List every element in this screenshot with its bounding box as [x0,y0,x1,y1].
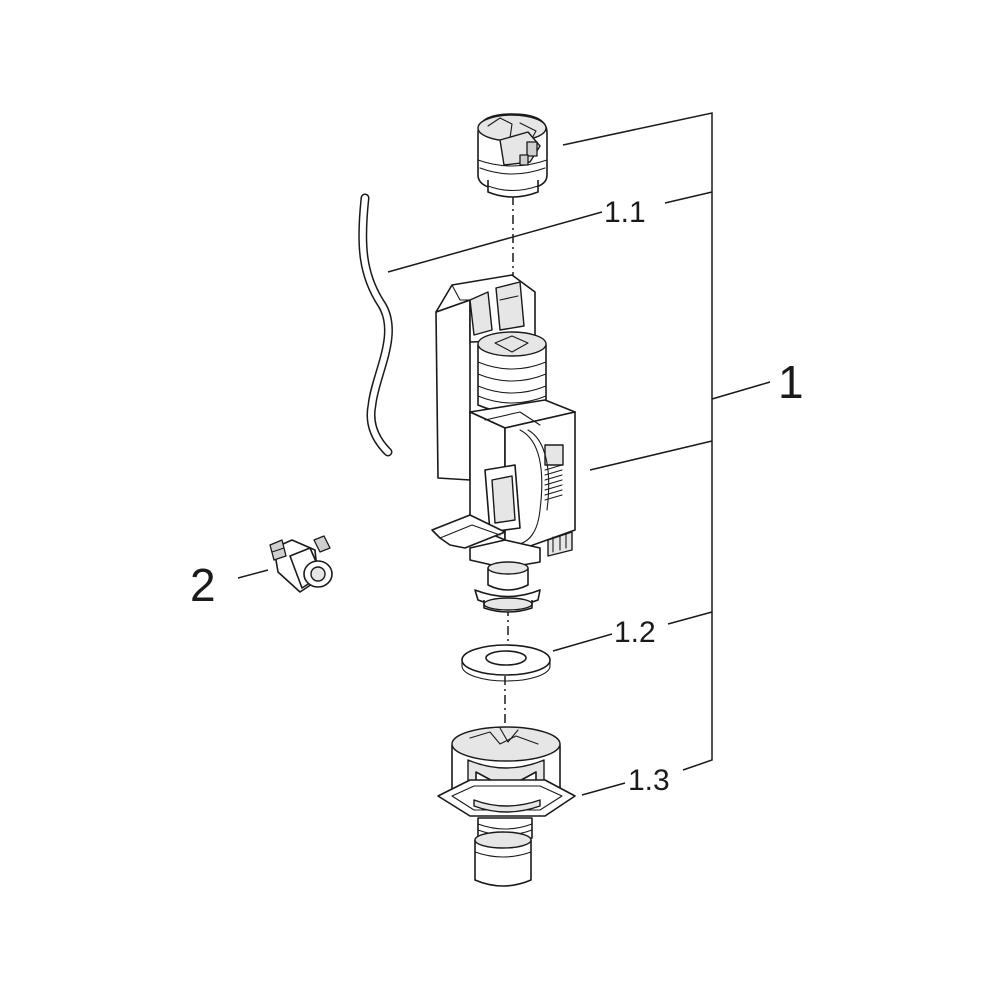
center-axis [504,196,514,735]
top-cap-part [477,113,548,198]
label-part-1-3: 1.3 [628,764,670,797]
base-holder-part [437,726,576,887]
leader-lines [237,211,626,796]
assembly-bracket [562,112,771,771]
connector-part-2 [269,535,333,593]
washer-part [461,644,551,682]
label-part-1-2: 1.2 [614,616,656,649]
labels: 1 1.1 1.2 1.3 2 [190,196,804,797]
label-assembly-1: 1 [778,356,804,408]
label-part-2: 2 [190,559,216,611]
flexible-tube-part [358,193,393,457]
valve-body-part [431,274,576,613]
label-part-1-1: 1.1 [604,196,646,229]
